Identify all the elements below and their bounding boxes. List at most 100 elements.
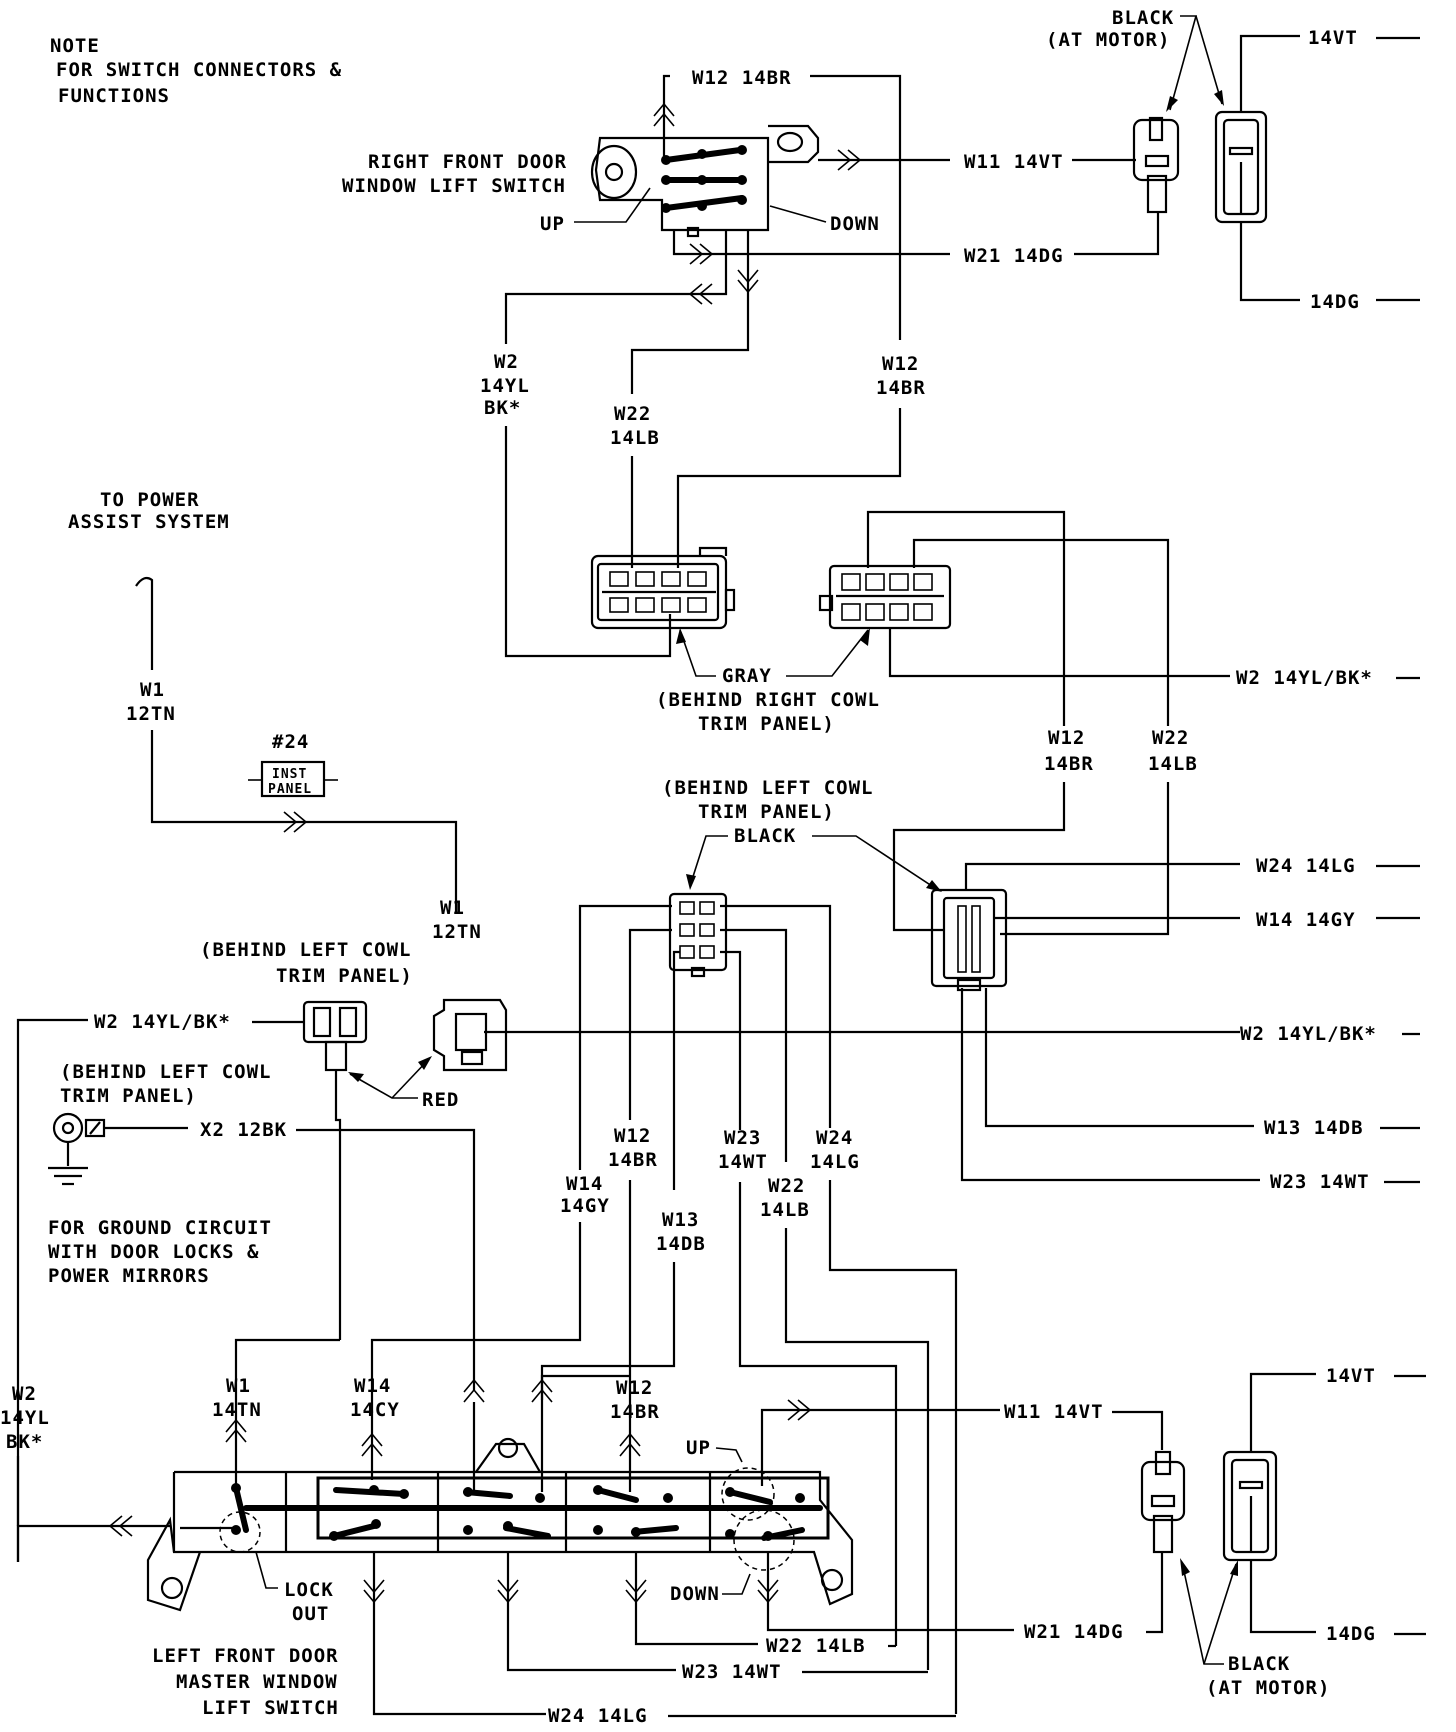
inst-panel-fuse: INST PANEL — [248, 760, 338, 798]
w1-right-label-a: W1 — [440, 897, 465, 919]
w23-lower-label-b: 14WT — [718, 1151, 768, 1173]
fuse-inst-label: INST — [272, 767, 307, 782]
w24-14lg-right-label: W24 14LG — [1256, 855, 1356, 877]
w1-14tn-label-b: 14TN — [212, 1399, 262, 1421]
vt-bottom-label: 14VT — [1326, 1365, 1376, 1387]
lf-switch-label-2: MASTER WINDOW — [176, 1671, 338, 1693]
ground-note-3: POWER MIRRORS — [48, 1265, 210, 1287]
black-at-motor-top-2: (AT MOTOR) — [1046, 29, 1170, 51]
w21-14dg-top-label: W21 14DG — [964, 245, 1064, 267]
w21-14dg-bottom-label: W21 14DG — [1024, 1621, 1124, 1643]
w1-left-label-a: W1 — [140, 679, 165, 701]
w12-mid-label-b: 14BR — [1044, 753, 1094, 775]
w2-yl-bk-left-label: W2 14YL/BK* — [94, 1011, 231, 1033]
rf-up-label: UP — [540, 213, 565, 235]
w13-14db-right-label: W13 14DB — [1264, 1117, 1364, 1139]
w2-left-label-c: BK* — [6, 1431, 43, 1453]
rf-switch-label-2: WINDOW LIFT SWITCH — [342, 175, 566, 197]
behind-left-cowl-left-2: TRIM PANEL) — [276, 965, 413, 987]
w2-left-label-a: W2 — [12, 1383, 37, 1405]
w22-mid-label-b: 14LB — [1148, 753, 1198, 775]
w11-14vt-bottom-label: W11 14VT — [1004, 1401, 1104, 1423]
power-assist-1: TO POWER — [100, 489, 200, 511]
w22-14lb-bottom-label: W22 14LB — [766, 1635, 866, 1657]
w23-lower-label-a: W23 — [724, 1127, 761, 1149]
w22-lower-label-b: 14LB — [760, 1199, 810, 1221]
w2-top-label-c: BK* — [484, 397, 521, 419]
note-line-2: FOR SWITCH CONNECTORS & — [56, 59, 342, 81]
vt-top-label: 14VT — [1308, 27, 1358, 49]
w1-left-label-b: 12TN — [126, 703, 176, 725]
w2-yl-bk-right-label-2: W2 14YL/BK* — [1240, 1023, 1377, 1045]
behind-right-cowl-2: TRIM PANEL) — [698, 713, 835, 735]
w12-right-label-b: 14BR — [876, 377, 926, 399]
w14-lower-label-a: W14 — [566, 1173, 603, 1195]
ground-note-2: WITH DOOR LOCKS & — [48, 1241, 259, 1263]
w23-14wt-bottom-label: W23 14WT — [682, 1661, 782, 1683]
fuse-number: #24 — [272, 731, 309, 753]
rf-motor-connector-a — [1132, 116, 1180, 214]
behind-left-cowl-ground-1: (BEHIND LEFT COWL — [60, 1061, 271, 1083]
gray-label: GRAY — [722, 665, 772, 687]
w12-14br-top-label: W12 14BR — [692, 67, 792, 89]
w22-top-label-a: W22 — [614, 403, 651, 425]
w12-right-label-a: W12 — [882, 353, 919, 375]
lf-switch-label-3: LIFT SWITCH — [202, 1697, 339, 1719]
black-connector-label: BLACK — [734, 825, 796, 847]
note-title: NOTE — [50, 35, 100, 57]
w2-top-label-a: W2 — [494, 351, 519, 373]
w2-yl-bk-right-label-1: W2 14YL/BK* — [1236, 667, 1373, 689]
lf-up-label: UP — [686, 1437, 711, 1459]
lf-down-label: DOWN — [670, 1583, 720, 1605]
w24-14lg-bottom-label: W24 14LG — [548, 1705, 648, 1727]
w13-lower-label-b: 14DB — [656, 1233, 706, 1255]
w12-lower-label-a: W12 — [614, 1125, 651, 1147]
lf-motor-connector-a — [1140, 1450, 1186, 1554]
w2-top-label-b: 14YL — [480, 375, 530, 397]
red-label: RED — [422, 1089, 459, 1111]
w14-14gy-right-label: W14 14GY — [1256, 909, 1356, 931]
w24-lower-label-a: W24 — [816, 1127, 853, 1149]
ground-symbol-icon — [48, 1112, 106, 1186]
rf-motor-connector-b — [1214, 110, 1268, 224]
lf-switch-label-1: LEFT FRONT DOOR — [152, 1645, 339, 1667]
w14-14cy-label-a: W14 — [354, 1375, 391, 1397]
red-connector-a — [302, 1000, 368, 1072]
w2-left-label-b: 14YL — [0, 1407, 50, 1429]
w12-switch-label-a: W12 — [616, 1377, 653, 1399]
red-connector-b — [432, 998, 508, 1072]
ground-note-1: FOR GROUND CIRCUIT — [48, 1217, 272, 1239]
x2-12bk-label: X2 12BK — [200, 1119, 287, 1141]
behind-right-cowl-1: (BEHIND RIGHT COWL — [656, 689, 880, 711]
gray-connector-left — [590, 546, 736, 630]
w12-switch-label-b: 14BR — [610, 1401, 660, 1423]
lf-motor-connector-b — [1222, 1450, 1278, 1562]
w22-lower-label-a: W22 — [768, 1175, 805, 1197]
gray-connector-right — [818, 564, 952, 630]
black-at-motor-bottom-2: (AT MOTOR) — [1206, 1677, 1330, 1699]
fuse-panel-label: PANEL — [268, 782, 312, 797]
black-connector-right — [930, 888, 1008, 992]
w14-lower-label-b: 14GY — [560, 1195, 610, 1217]
rf-switch-label-1: RIGHT FRONT DOOR — [368, 151, 567, 173]
lockout-label-2: OUT — [292, 1603, 329, 1625]
behind-left-cowl-mid-2: TRIM PANEL) — [698, 801, 835, 823]
behind-left-cowl-ground-2: TRIM PANEL) — [60, 1085, 197, 1107]
w22-top-label-b: 14LB — [610, 427, 660, 449]
behind-left-cowl-mid-1: (BEHIND LEFT COWL — [662, 777, 873, 799]
w22-mid-label-a: W22 — [1152, 727, 1189, 749]
w1-14tn-label-a: W1 — [226, 1375, 251, 1397]
lockout-label-1: LOCK — [284, 1579, 334, 1601]
w14-14cy-label-b: 14CY — [350, 1399, 400, 1421]
rf-window-lift-switch — [590, 124, 820, 238]
black-at-motor-bottom-1: BLACK — [1228, 1653, 1290, 1675]
rf-down-label: DOWN — [830, 213, 880, 235]
w12-lower-label-b: 14BR — [608, 1149, 658, 1171]
black-connector-center — [668, 892, 728, 978]
w23-14wt-right-label: W23 14WT — [1270, 1171, 1370, 1193]
w24-lower-label-b: 14LG — [810, 1151, 860, 1173]
w13-lower-label-a: W13 — [662, 1209, 699, 1231]
black-at-motor-top-1: BLACK — [1112, 7, 1174, 29]
lf-master-window-lift-switch — [146, 1437, 854, 1612]
